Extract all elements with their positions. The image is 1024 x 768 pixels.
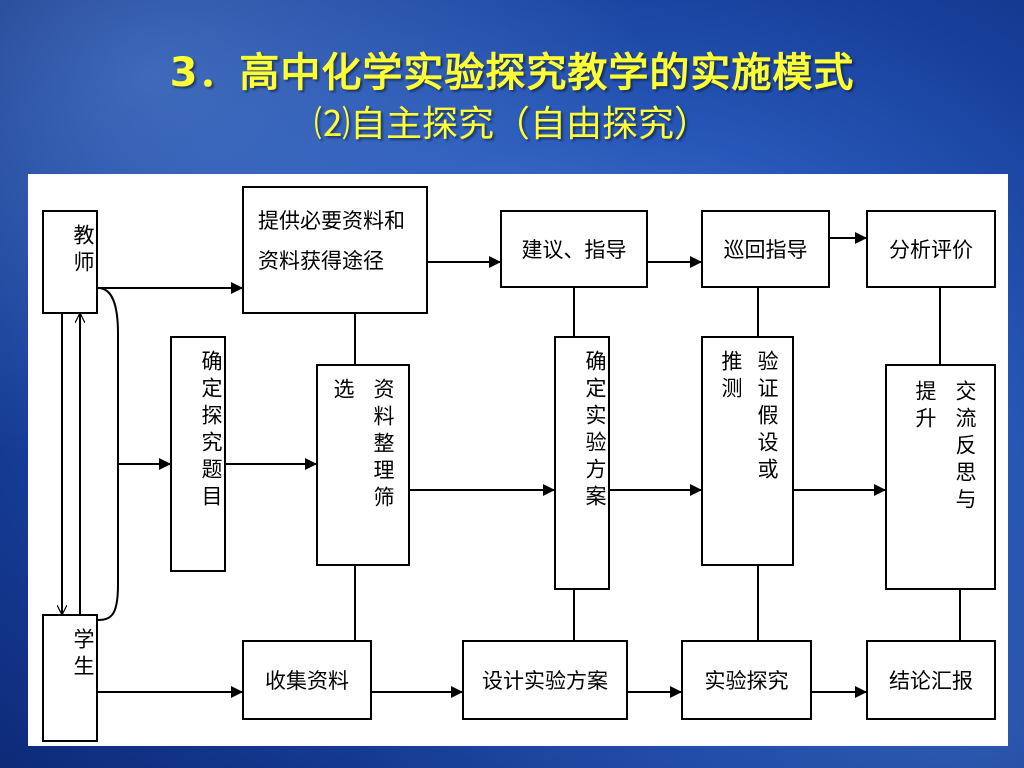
suggest-guide-label: 建议、指导	[521, 238, 627, 262]
suggest-guide-box: 建议、指导	[500, 210, 648, 288]
analyze-evaluate-label: 分析评价	[889, 238, 973, 262]
conclusion-report-box: 结论汇报	[866, 640, 996, 720]
teacher-student-bracket	[97, 287, 119, 621]
teacher-label: 教师	[71, 224, 95, 278]
collect-materials-label: 收集资料	[265, 669, 349, 693]
student-box: 学生	[42, 614, 98, 742]
conclusion-report-label: 结论汇报	[889, 669, 973, 693]
collect-materials-box: 收集资料	[242, 640, 372, 720]
patrol-guide-label: 巡回指导	[723, 238, 808, 262]
design-plan-box: 设计实验方案	[462, 640, 628, 720]
determine-plan-box: 确定实验方案	[554, 336, 610, 590]
verify-hypothesis-col2: 验证假设或	[755, 350, 779, 485]
flowchart-panel: 教师 提供必要资料和 资料获得途径 建议、指导 巡回指导 分析评价 确定探究题目…	[28, 174, 1008, 746]
determine-topic-box: 确定探究题目	[170, 336, 226, 572]
select-organize-col1: 选	[331, 378, 355, 405]
slide-title: 3．高中化学实验探究教学的实施模式	[169, 50, 855, 96]
select-organize-box: 资料整理筛 选	[316, 364, 410, 566]
experiment-explore-label: 实验探究	[704, 669, 789, 693]
verify-hypothesis-col1: 推测	[719, 350, 743, 404]
analyze-evaluate-box: 分析评价	[866, 210, 996, 288]
connector-lines	[28, 232, 961, 698]
reflect-improve-box: 交流反思与 提升	[885, 364, 996, 590]
teacher-box: 教师	[42, 210, 98, 314]
reflect-improve-col1: 提升	[913, 380, 937, 434]
reflect-improve-col2: 交流反思与	[953, 380, 977, 515]
student-label: 学生	[71, 628, 95, 682]
verify-hypothesis-box: 验证假设或 推测	[701, 336, 794, 566]
select-organize-col2: 资料整理筛	[371, 378, 395, 513]
provide-materials-box: 提供必要资料和 资料获得途径	[242, 186, 428, 314]
slide-subtitle: ⑵自主探究（自由探究）	[313, 104, 710, 145]
determine-topic-label: 确定探究题目	[199, 350, 223, 512]
patrol-guide-box: 巡回指导	[701, 210, 830, 288]
provide-materials-line1: 提供必要资料和	[258, 209, 405, 233]
experiment-explore-box: 实验探究	[681, 640, 812, 720]
provide-materials-line2: 资料获得途径	[258, 248, 384, 273]
determine-plan-label: 确定实验方案	[583, 350, 607, 512]
design-plan-label: 设计实验方案	[482, 669, 608, 693]
